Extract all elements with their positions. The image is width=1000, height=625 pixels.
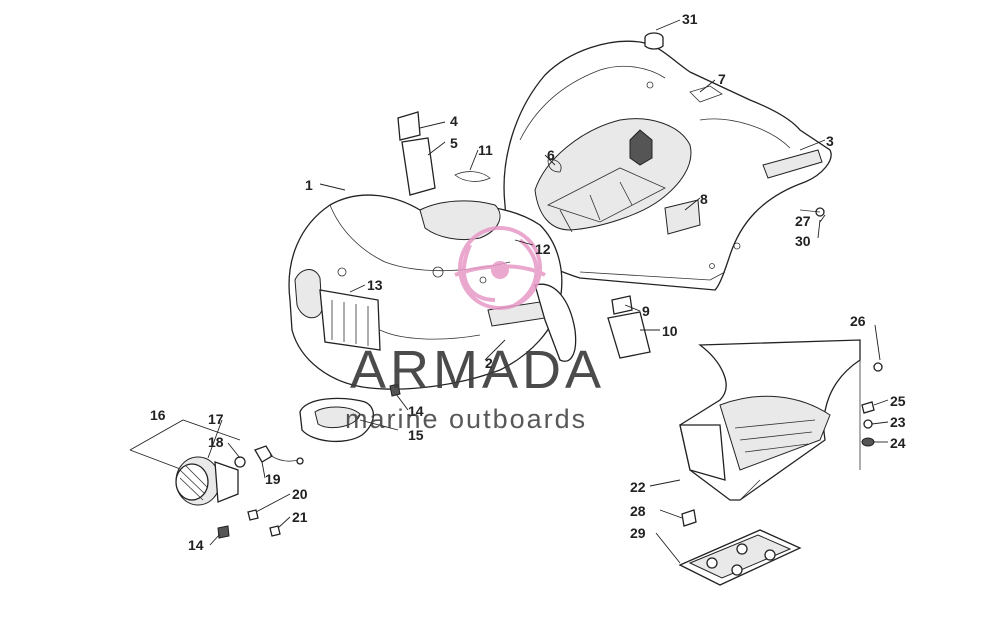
rear-body-panel [503, 40, 832, 291]
decal-panels [397, 111, 651, 359]
footwell-panel [679, 339, 861, 501]
callout-11: 11 [478, 142, 493, 158]
callout-6: 6 [547, 147, 555, 163]
callout-14a: 14 [408, 403, 424, 419]
callout-30: 30 [795, 233, 811, 249]
callout-15: 15 [408, 427, 424, 443]
callout-12: 12 [535, 241, 551, 257]
headlight-bezel [299, 383, 401, 443]
callout-23: 23 [890, 414, 906, 430]
callout-8: 8 [700, 191, 708, 207]
callout-22: 22 [630, 479, 646, 495]
callout-29: 29 [630, 525, 646, 541]
watermark-brand: ARMADA [350, 340, 605, 400]
hardware-fasteners [644, 32, 883, 527]
callout-18: 18 [208, 434, 224, 450]
callout-labels: 1 2 3 4 5 6 7 8 9 10 11 12 13 14 14 15 1… [150, 11, 906, 553]
watermark-tagline: marine outboards [345, 404, 587, 434]
leader-lines [207, 19, 889, 564]
watermark: ARMADA marine outboards [345, 340, 605, 434]
callout-13: 13 [367, 277, 383, 293]
callout-3: 3 [826, 133, 834, 149]
callout-31: 31 [682, 11, 698, 27]
callout-10: 10 [662, 323, 678, 339]
callout-28: 28 [630, 503, 646, 519]
watermark-logo-icon [454, 226, 546, 310]
callout-24: 24 [890, 435, 906, 451]
callout-7: 7 [718, 71, 726, 87]
callout-27: 27 [795, 213, 811, 229]
callout-21: 21 [292, 509, 308, 525]
headlight-assembly [129, 419, 304, 539]
callout-5: 5 [450, 135, 458, 151]
front-body-panel [288, 194, 577, 390]
callout-4: 4 [450, 113, 458, 129]
callout-16: 16 [150, 407, 166, 423]
callout-20: 20 [292, 486, 308, 502]
callout-2: 2 [485, 355, 493, 371]
callout-9: 9 [642, 303, 650, 319]
callout-1: 1 [305, 177, 313, 193]
callout-14b: 14 [188, 537, 204, 553]
callout-26: 26 [850, 313, 866, 329]
callout-17: 17 [208, 411, 224, 427]
callout-19: 19 [265, 471, 281, 487]
callout-25: 25 [890, 393, 906, 409]
footrest-plate [678, 529, 802, 586]
